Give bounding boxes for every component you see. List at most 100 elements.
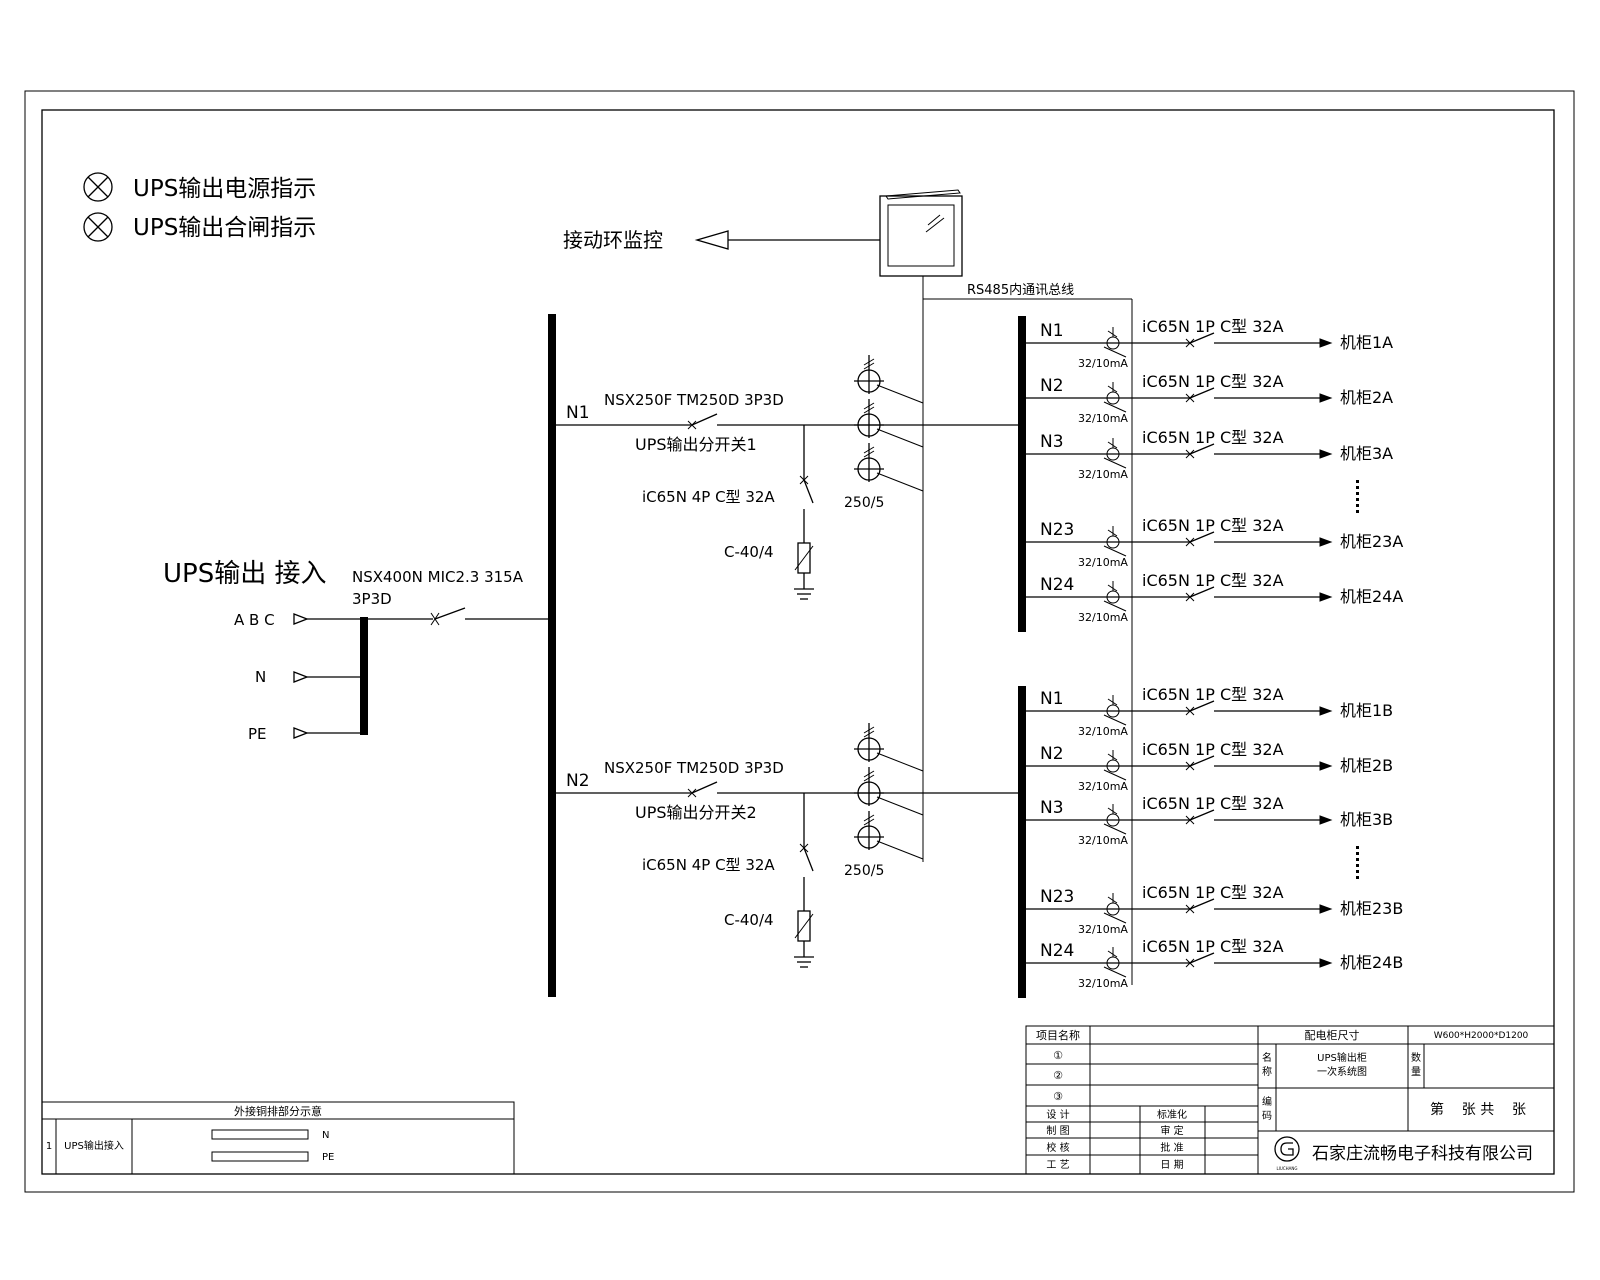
section-switch-name: UPS输出分开关2: [635, 803, 757, 822]
phase-label-pe: PE: [248, 725, 267, 743]
tb-approval-std: 标准化: [1157, 1108, 1187, 1121]
feeder-bus-label: N24: [1040, 941, 1074, 961]
main-breaker-icon: [430, 607, 552, 626]
tb-project-3: ③: [1053, 1090, 1063, 1103]
tb-project-1: ①: [1053, 1049, 1063, 1062]
feeder-rcd-label: 32/10mA: [1078, 725, 1128, 738]
section-spd-breaker-label: iC65N 4P C型 32A: [642, 488, 775, 506]
feeder-bus-label: N23: [1040, 887, 1074, 907]
rcd-icon: [1103, 382, 1127, 413]
breaker-icon: [1185, 443, 1215, 459]
arrow-right-icon: [1319, 706, 1333, 716]
inner-frame: [41, 109, 1555, 1175]
tb-approval-approve: 批 准: [1160, 1141, 1183, 1154]
rcd-icon: [1103, 695, 1127, 726]
input-breaker-label: NSX400N MIC2.3 315A: [352, 568, 524, 586]
breaker-icon: [1185, 700, 1215, 716]
terminal-icon: [293, 671, 309, 683]
surge-protector-icon: [794, 910, 814, 942]
tb-size-label: 配电柜尺寸: [1305, 1028, 1360, 1042]
rcd-icon: [1103, 438, 1127, 469]
feeder-bus-label: N1: [1040, 689, 1064, 709]
section-breaker-label: NSX250F TM250D 3P3D: [604, 391, 784, 409]
tb-qty-label-2: 量: [1411, 1066, 1421, 1078]
feeder-rcd-label: 32/10mA: [1078, 780, 1128, 793]
arrow-right-icon: [1319, 761, 1333, 771]
arrow-right-icon: [1319, 449, 1333, 459]
rcd-icon: [1103, 526, 1127, 557]
tb-role-craft: 工 艺: [1046, 1159, 1069, 1171]
rcd-icon: [1103, 893, 1127, 924]
breaker-icon: [1185, 387, 1215, 403]
tb-project-2: ②: [1053, 1069, 1063, 1082]
feeder-breaker-label: iC65N 1P C型 32A: [1142, 571, 1284, 590]
input-breaker-poles: 3P3D: [352, 590, 392, 608]
phase-label-n: N: [255, 668, 266, 686]
copper-table-row-no: 1: [46, 1141, 52, 1152]
tb-name-label-2: 称: [1262, 1065, 1272, 1078]
feeder-load-label: 机柜3B: [1340, 810, 1393, 829]
lamp-icon: [83, 172, 113, 202]
copper-bar-n: [211, 1129, 309, 1140]
terminal-icon: [293, 727, 309, 739]
feeder-breaker-icon: [687, 781, 718, 798]
current-transformer-icon: [854, 767, 924, 816]
phase-label-abc: A B C: [234, 611, 275, 629]
feeder-breaker-label: iC65N 1P C型 32A: [1142, 372, 1284, 391]
feeder-breaker-icon: [687, 413, 718, 430]
monitor-label: 接动环监控: [563, 228, 663, 252]
section-switch-name: UPS输出分开关1: [635, 435, 757, 454]
feeder-rcd-label: 32/10mA: [1078, 468, 1128, 481]
tb-role-draw: 制 图: [1046, 1124, 1069, 1137]
rcd-icon: [1103, 327, 1127, 358]
ground-icon: [794, 956, 814, 968]
continuation-dots-icon: [1356, 846, 1359, 879]
feeder-rcd-label: 32/10mA: [1078, 923, 1128, 936]
company-logo: LIUCHANG: [1274, 1136, 1300, 1171]
current-transformer-icon: [854, 355, 924, 404]
arrow-right-icon: [1319, 904, 1333, 914]
tb-project-label: 项目名称: [1036, 1028, 1080, 1042]
title-block: 项目名称 ① ② ③ 设 计 制 图 校 核 工 艺 标准化 审 定 批 准 日…: [1025, 1025, 1555, 1175]
breaker-icon: [1185, 332, 1215, 348]
feeder-rcd-label: 32/10mA: [1078, 412, 1128, 425]
section-spd-breaker-label: iC65N 4P C型 32A: [642, 856, 775, 874]
arrow-right-icon: [1319, 537, 1333, 547]
arrow-left-icon: [694, 230, 880, 250]
tb-sheet-count: 第 张 共 张: [1430, 1101, 1526, 1118]
section-bus-label: N2: [566, 771, 590, 791]
feeder-sections: N1 NSX250F TM250D 3P3D UPS输出分开关1 iC65N 4P C…: [556, 316, 1403, 998]
current-transformer-icon: [854, 811, 924, 860]
feeder-load-label: 机柜24A: [1340, 587, 1403, 606]
breaker-icon: [1185, 952, 1215, 968]
feeder-load-label: 机柜2B: [1340, 756, 1393, 775]
feeder-breaker-label: iC65N 1P C型 32A: [1142, 317, 1284, 336]
feeder-rcd-label: 32/10mA: [1078, 556, 1128, 569]
legend-power-indicator: UPS输出电源指示: [133, 176, 316, 202]
legend-closing-indicator: UPS输出合闸指示: [133, 215, 316, 241]
breaker-icon: [1185, 755, 1215, 771]
company-logo-text: LIUCHANG: [1277, 1166, 1298, 1171]
ground-icon: [794, 588, 814, 600]
feeder-rcd-label: 32/10mA: [1078, 977, 1128, 990]
arrow-right-icon: [1319, 592, 1333, 602]
company-name: 石家庄流畅电子科技有限公司: [1312, 1144, 1533, 1164]
feeder-load-label: 机柜2A: [1340, 388, 1393, 407]
copper-bar-table: 外接铜排部分示意 1 UPS输出接入 N PE: [41, 1101, 515, 1175]
tb-approval-review: 审 定: [1160, 1124, 1183, 1137]
tb-name-value-1: UPS输出柜: [1317, 1051, 1367, 1064]
tb-name-label-1: 名: [1262, 1051, 1272, 1064]
copper-bar-pe-label: PE: [322, 1152, 334, 1163]
feeder-breaker-label: iC65N 1P C型 32A: [1142, 937, 1284, 956]
section-spd-label: C-40/4: [724, 911, 774, 929]
tb-role-check: 校 核: [1046, 1141, 1069, 1154]
